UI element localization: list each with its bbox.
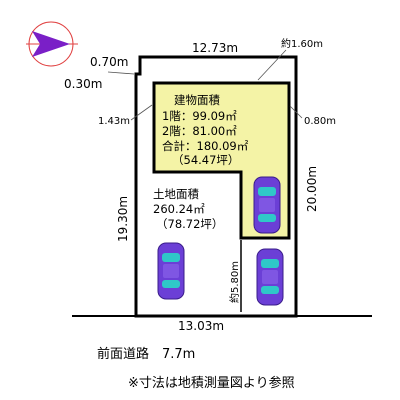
dim-right-inner: 0.80m xyxy=(304,116,336,127)
car-icon xyxy=(256,248,284,306)
land-area-title: 土地面積 xyxy=(153,187,199,201)
dim-bottom-width: 13.03m xyxy=(178,319,224,333)
land-area-tsubo: （78.72坪） xyxy=(156,217,223,231)
front-road-label: 前面道路 7.7m xyxy=(97,346,195,362)
dim-left-depth: 19.30m xyxy=(116,196,130,242)
car-icon xyxy=(157,242,185,300)
car-icon xyxy=(253,176,281,234)
dim-right-depth: 20.00m xyxy=(305,166,319,212)
building-floor2: 2階：81.00㎡ xyxy=(162,124,237,138)
land-area-value: 260.24㎡ xyxy=(153,202,205,216)
building-total: 合計：180.09㎡ xyxy=(162,139,249,153)
dim-parking-depth: 約5.80m xyxy=(228,261,241,303)
dim-top-width: 12.73m xyxy=(192,41,238,55)
reference-note: ※寸法は地積測量図より参照 xyxy=(128,375,295,391)
dim-left-inner: 1.43m xyxy=(98,116,130,127)
building-tsubo: （54.47坪） xyxy=(172,153,239,167)
building-floor1: 1階：99.09㎡ xyxy=(162,109,237,123)
dim-top-right: 約1.60m xyxy=(281,37,323,50)
building-area-title: 建物面積 xyxy=(174,93,220,107)
dim-top-left: 0.70m xyxy=(90,55,128,69)
dim-left-offset: 0.30m xyxy=(64,77,102,91)
setback-arrows xyxy=(107,49,303,121)
north-arrow-icon xyxy=(26,21,78,67)
